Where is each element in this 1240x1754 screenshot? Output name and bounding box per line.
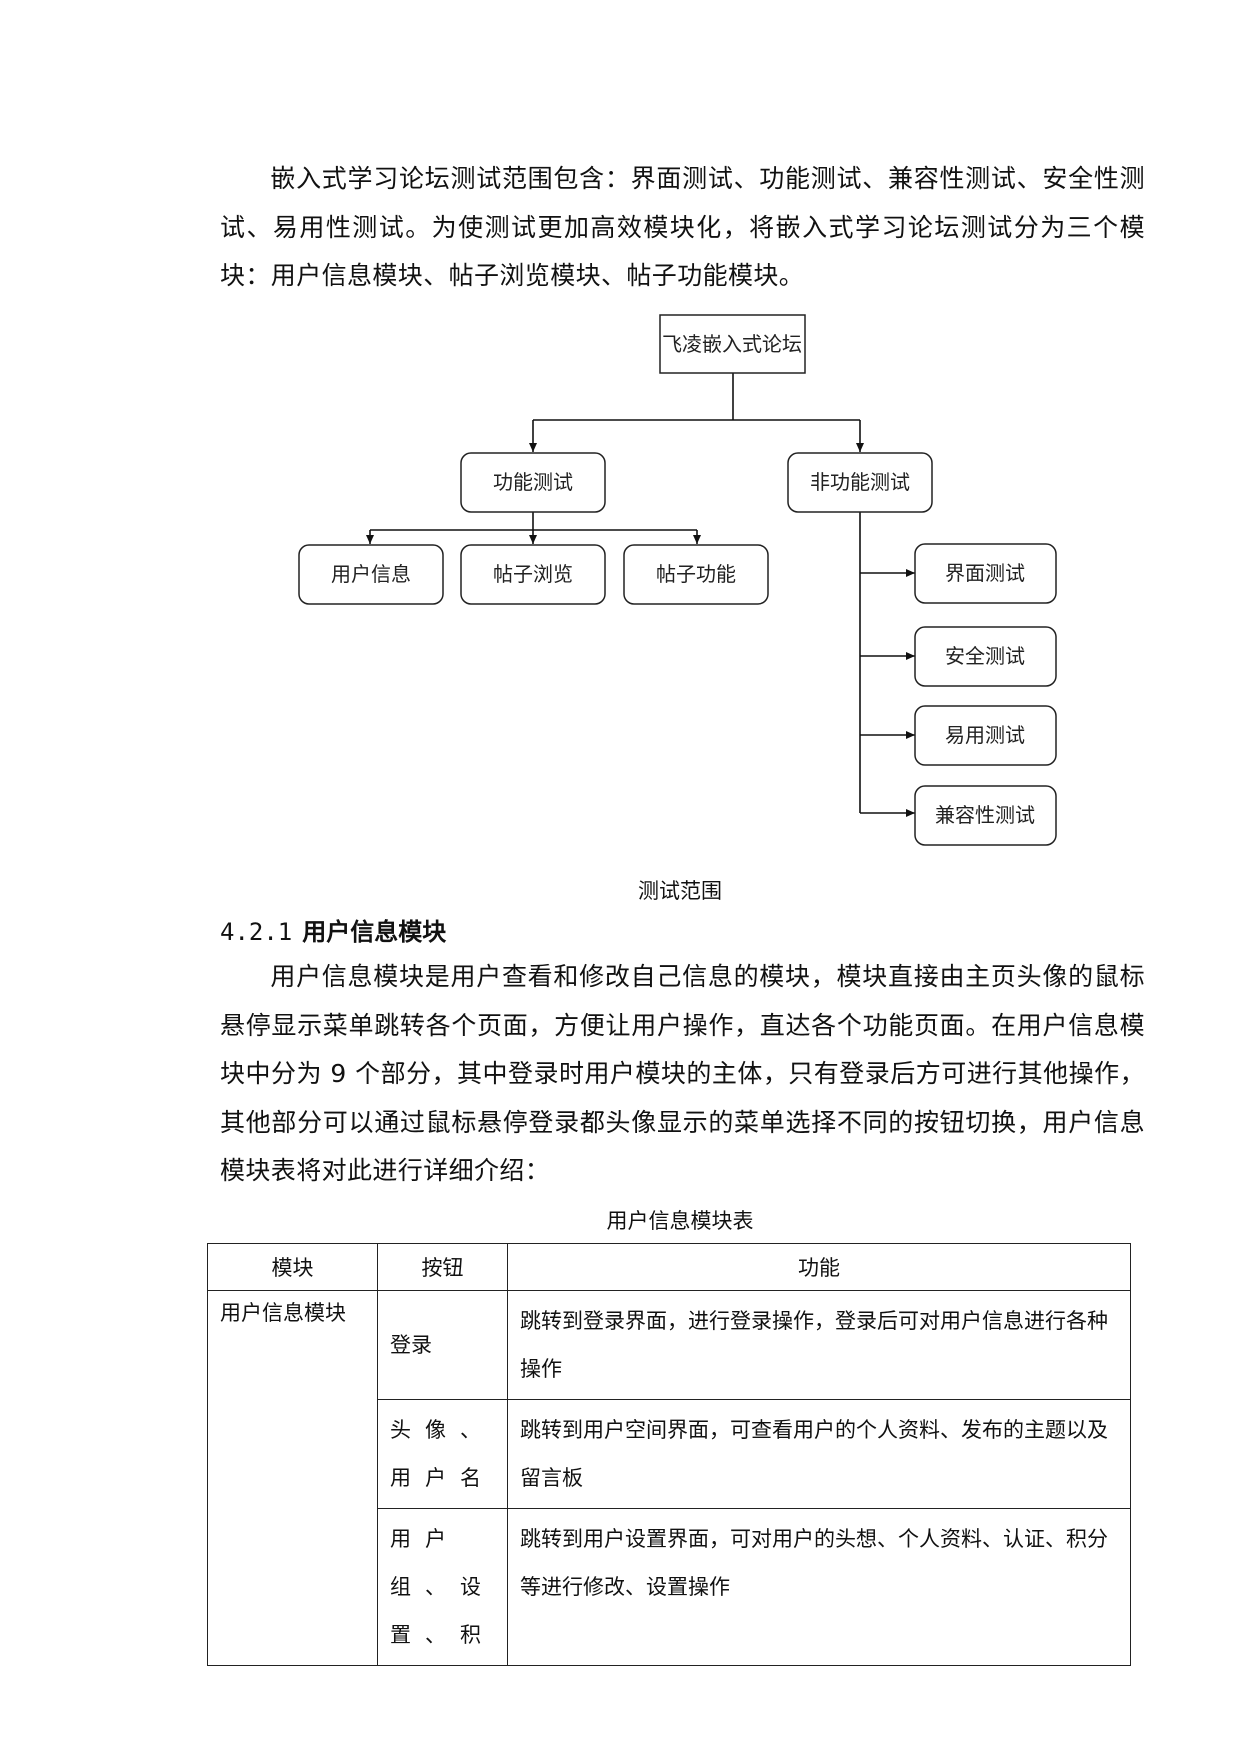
diagram-compat-test-node: 兼容性测试 — [914, 785, 1057, 846]
user-info-module-table: 模块 按钮 功能 用户信息模块 登录 跳转到登录界面，进行登录操作，登录后可对用… — [207, 1243, 1131, 1666]
connector-lines — [366, 373, 915, 817]
security-test-label: 安全测试 — [945, 644, 1025, 668]
diagram-usability-test-node: 易用测试 — [914, 705, 1057, 766]
functional-label: 功能测试 — [493, 470, 573, 494]
function-cell: 跳转到登录界面，进行登录操作，登录后可对用户信息进行各种操作 — [507, 1290, 1131, 1400]
figure-caption: 测试范围 — [638, 879, 722, 903]
section-number: 4.2.1 — [220, 918, 293, 946]
button-cell: 登录 — [377, 1290, 508, 1400]
diagram-root-node: 飞凌嵌入式论坛 — [659, 314, 806, 374]
post-function-label: 帖子功能 — [656, 562, 736, 586]
nonfunctional-label: 非功能测试 — [810, 470, 910, 494]
user-info-label: 用户信息 — [331, 562, 411, 586]
diagram-post-function-node: 帖子功能 — [623, 544, 769, 605]
section-heading: 4.2.1 用户信息模块 — [220, 912, 446, 947]
ui-test-label: 界面测试 — [945, 561, 1025, 585]
header-button: 按钮 — [377, 1243, 508, 1291]
button-cell: 头像、用户名 — [377, 1399, 508, 1509]
post-browse-label: 帖子浏览 — [493, 562, 573, 586]
table-row: 头像、用户名 跳转到用户空间界面，可查看用户的个人资料、发布的主题以及留言板 — [208, 1399, 1131, 1509]
root-label: 飞凌嵌入式论坛 — [662, 332, 802, 356]
diagram-nonfunctional-node: 非功能测试 — [787, 452, 933, 513]
usability-test-label: 易用测试 — [945, 723, 1025, 747]
section-title: 用户信息模块 — [302, 918, 447, 946]
function-cell: 跳转到用户空间界面，可查看用户的个人资料、发布的主题以及留言板 — [507, 1399, 1131, 1509]
header-function: 功能 — [507, 1243, 1131, 1291]
diagram-security-test-node: 安全测试 — [914, 626, 1057, 687]
table-caption: 用户信息模块表 — [606, 1209, 754, 1233]
section-paragraph: 用户信息模块是用户查看和修改自己信息的模块，模块直接由主页头像的鼠标悬停显示菜单… — [220, 962, 1145, 1185]
diagram-user-info-node: 用户信息 — [298, 544, 444, 605]
table-header-row: 模块 按钮 功能 — [207, 1243, 1131, 1291]
diagram-ui-test-node: 界面测试 — [914, 543, 1057, 604]
button-cell: 用户组、设置、积 — [377, 1508, 508, 1666]
diagram-post-browse-node: 帖子浏览 — [460, 544, 606, 605]
table-row: 用户组、设置、积 跳转到用户设置界面，可对用户的头想、个人资料、认证、积分等进行… — [208, 1508, 1131, 1666]
module-name-cell: 用户信息模块 — [207, 1290, 378, 1666]
table-row: 用户信息模块 登录 跳转到登录界面，进行登录操作，登录后可对用户信息进行各种操作 — [207, 1290, 1131, 1666]
function-cell: 跳转到用户设置界面，可对用户的头想、个人资料、认证、积分等进行修改、设置操作 — [507, 1508, 1131, 1666]
test-scope-diagram: 飞凌嵌入式论坛 功能测试 非功能测试 用户信息 帖子浏览 帖子功能 界面测试 安… — [298, 314, 1057, 846]
compat-test-label: 兼容性测试 — [935, 803, 1035, 827]
diagram-functional-node: 功能测试 — [460, 452, 606, 513]
intro-paragraph: 嵌入式学习论坛测试范围包含：界面测试、功能测试、兼容性测试、安全性测试、易用性测… — [220, 164, 1145, 290]
header-module: 模块 — [207, 1243, 378, 1291]
